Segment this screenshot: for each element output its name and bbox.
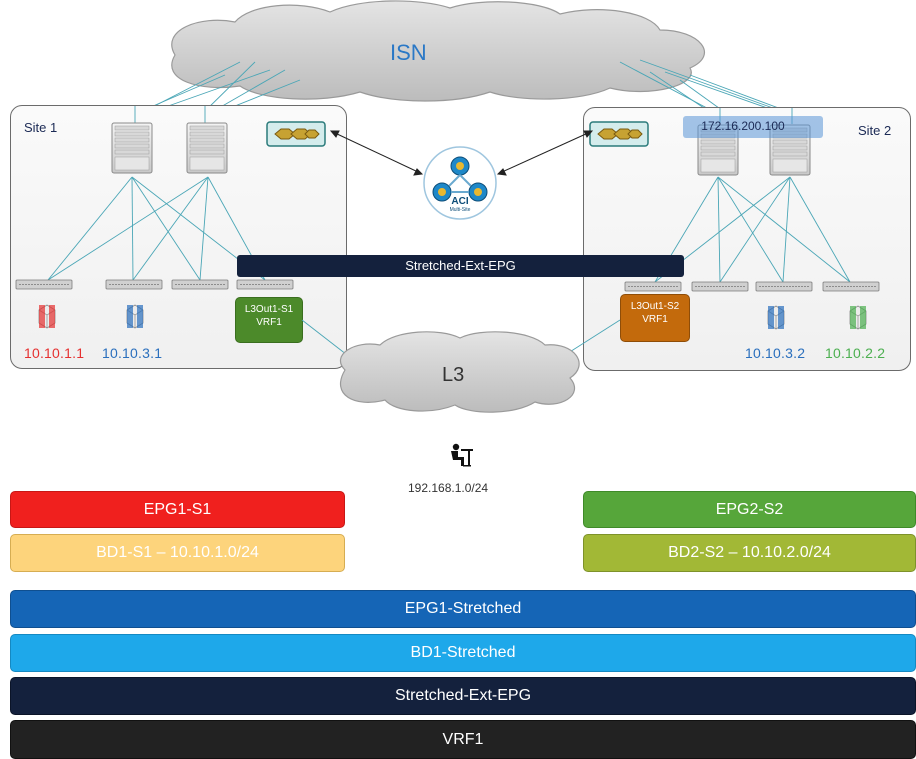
site-devices <box>15 106 880 330</box>
server-icon-10-10-3-2 <box>767 305 785 330</box>
external-user-icon <box>451 443 473 467</box>
l3out-s2-box: L3Out1-S2 VRF1 <box>620 294 690 342</box>
l3out-s2-vrf: VRF1 <box>642 314 668 325</box>
l3out-s1-box: L3Out1-S1 VRF1 <box>235 297 303 343</box>
host-ip-10-10-1-1: 10.10.1.1 <box>24 345 85 361</box>
l3out-s1-name: L3Out1-S1 <box>244 304 294 315</box>
aci-multisite-logo <box>423 146 497 220</box>
l3-cloud-layer <box>301 319 621 467</box>
l3out-s1-vrf: VRF1 <box>256 317 282 328</box>
stretched-ext-epg-banner: Stretched-Ext-EPG <box>237 255 684 277</box>
server-icon-10-10-3-1 <box>126 304 144 329</box>
aci-logo-subtext: Multi-Site <box>449 207 471 213</box>
l3-cloud <box>339 331 580 413</box>
host-ip-10-10-3-1: 10.10.3.1 <box>102 345 163 361</box>
epg1-s1-bar: EPG1-S1 <box>10 491 345 528</box>
l3out-s2-name: L3Out1-S2 <box>630 301 680 312</box>
isn-label: ISN <box>390 40 427 65</box>
host-ip-10-10-2-2: 10.10.2.2 <box>825 345 886 361</box>
vrf1-bar: VRF1 <box>10 720 916 759</box>
spine-ip-highlight <box>683 116 823 138</box>
bd2-s2-bar: BD2-S2 – 10.10.2.0/24 <box>583 534 916 572</box>
epg2-s2-bar: EPG2-S2 <box>583 491 916 528</box>
bd1-s1-bar: BD1-S1 – 10.10.1.0/24 <box>10 534 345 572</box>
aci-logo-text: ACI <box>451 196 469 207</box>
bd1-stretched-bar: BD1-Stretched <box>10 634 916 672</box>
spine-ip-label: 172.16.200.100 <box>701 119 785 133</box>
host-ip-10-10-3-2: 10.10.3.2 <box>745 345 806 361</box>
isn-cloud <box>171 0 705 102</box>
stretched-ext-epg-bar: Stretched-Ext-EPG <box>10 677 916 715</box>
external-subnet-label: 192.168.1.0/24 <box>408 481 489 495</box>
server-icon-10-10-1-1 <box>38 304 56 329</box>
site1-label: Site 1 <box>24 120 58 135</box>
epg1-stretched-bar: EPG1-Stretched <box>10 590 916 628</box>
server-icon-10-10-2-2 <box>849 305 867 330</box>
multisite-arrows <box>329 130 594 176</box>
site2-label: Site 2 <box>858 123 892 138</box>
l3-label: L3 <box>442 364 465 386</box>
